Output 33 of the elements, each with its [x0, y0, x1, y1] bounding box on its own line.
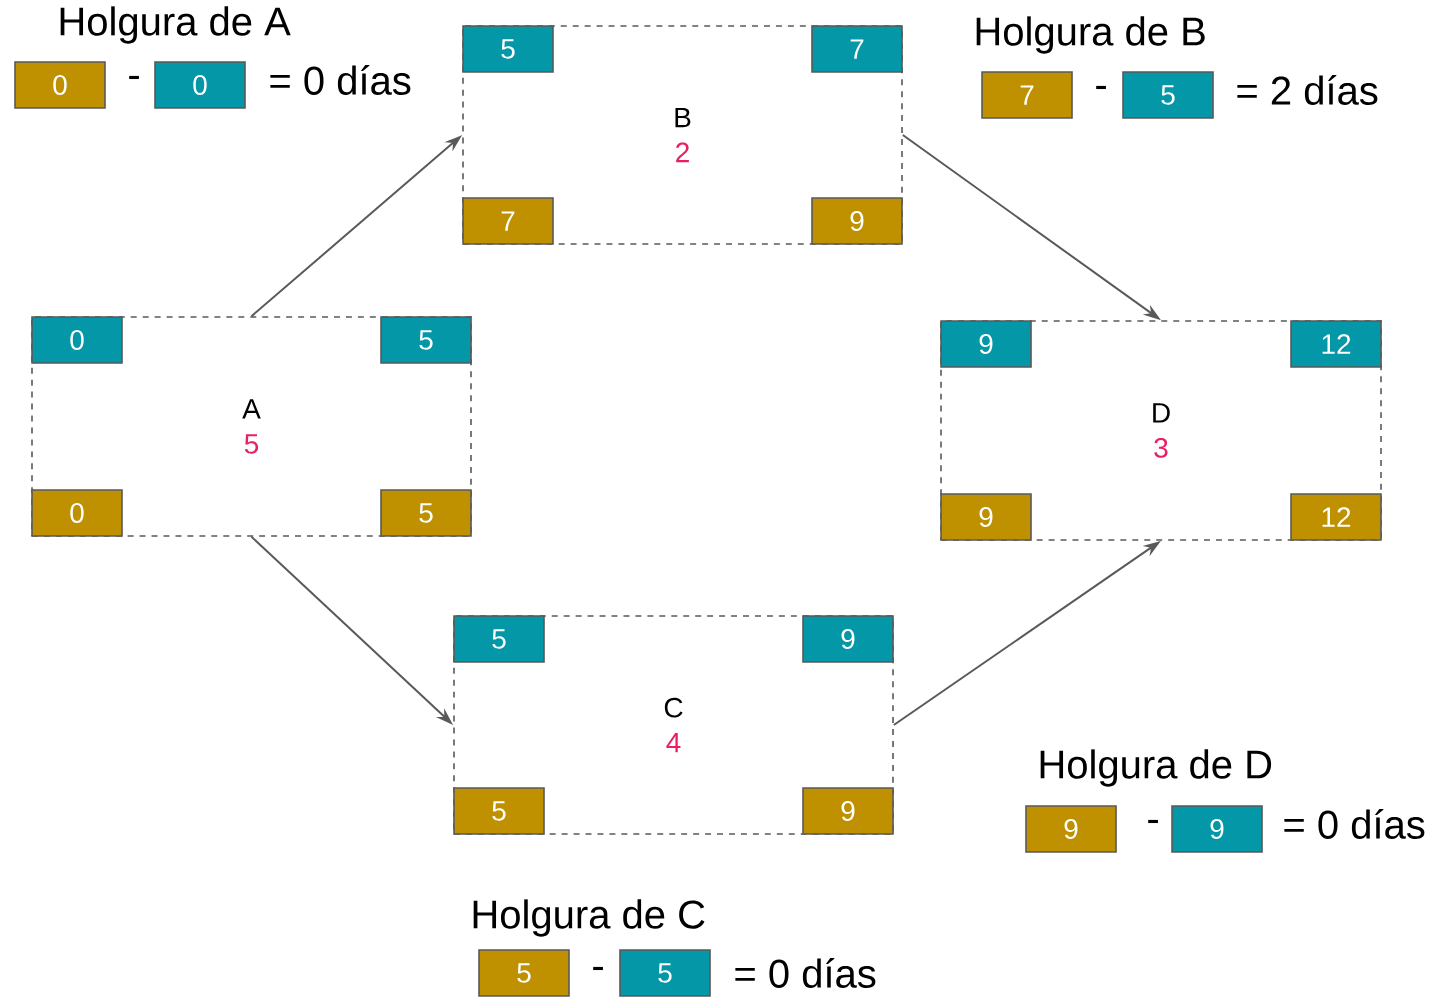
- time-box: 9: [802, 787, 894, 835]
- slack-heading: Holgura de B: [976, 16, 1205, 54]
- time-box: 7: [462, 197, 554, 245]
- time-box: 5: [380, 489, 472, 537]
- time-box: 0: [14, 61, 106, 109]
- minus-sign: -: [1148, 819, 1158, 824]
- time-box: 9: [940, 320, 1032, 368]
- time-box: 7: [811, 25, 903, 73]
- time-box: 0: [154, 61, 246, 109]
- minus-sign: -: [593, 966, 603, 971]
- time-box: 9: [1025, 805, 1117, 853]
- time-box: 5: [453, 615, 545, 663]
- time-box: 9: [802, 615, 894, 663]
- time-box: 9: [811, 197, 903, 245]
- time-box: 5: [1122, 71, 1214, 119]
- time-box: 12: [1290, 493, 1382, 541]
- slack-heading: Holgura de D: [1040, 749, 1272, 787]
- time-box: 5: [453, 787, 545, 835]
- minus-sign: -: [1096, 85, 1106, 90]
- time-box: 5: [478, 949, 570, 997]
- minus-sign: -: [129, 75, 139, 80]
- time-box: 9: [1171, 805, 1263, 853]
- time-box: 5: [380, 316, 472, 364]
- slack-heading: Holgura de C: [473, 899, 705, 937]
- time-box: 9: [940, 493, 1032, 541]
- time-box: 0: [31, 489, 123, 537]
- time-box: 12: [1290, 320, 1382, 368]
- slack-result: = 0 días: [270, 65, 411, 95]
- time-box: 0: [31, 316, 123, 364]
- time-box: 5: [619, 949, 711, 997]
- time-box: 7: [981, 71, 1073, 119]
- time-box: 5: [462, 25, 554, 73]
- slack-heading: Holgura de A: [60, 6, 291, 44]
